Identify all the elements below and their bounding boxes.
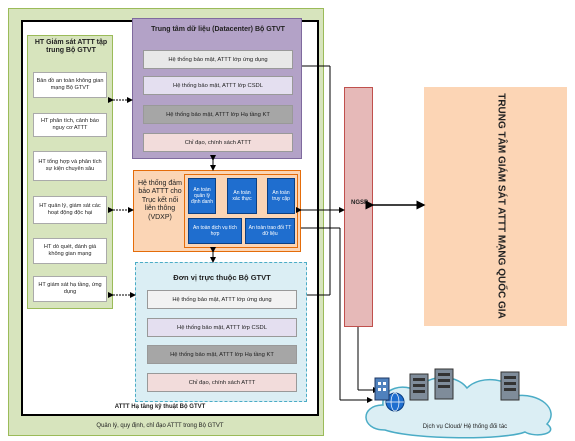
monitoring-item: HT dò quét, đánh giá không gian mạng <box>33 238 107 264</box>
datacenter-layer-row: Hệ thống bảo mật, ATTT lớp CSDL <box>143 76 293 95</box>
ngsp-label: NGSP <box>350 200 368 206</box>
building-icon <box>374 377 390 401</box>
datacenter-layer-row: Hệ thống bảo mật, ATTT lớp Hạ tầng KT <box>143 105 293 124</box>
datacenter-layer-row: Hệ thống bảo mật, ATTT lớp ứng dụng <box>143 50 293 69</box>
vdxp-box: Hệ thống đảm bảo ATTT cho Trục kết nối l… <box>133 170 301 252</box>
cloud-label: Dịch vụ Cloud/ Hệ thống đối tác <box>422 424 508 430</box>
server-icon <box>500 371 520 401</box>
unit-layer-row: Hệ thống bảo mật, ATTT lớp Hạ tầng KT <box>147 345 297 364</box>
affiliated-unit-title: Đơn vị trực thuộc Bộ GTVT <box>173 273 271 282</box>
data-exchange-security-box: An toàn trao đổi TT dữ liệu <box>245 218 295 244</box>
unit-layer-row: Hệ thống bảo mật, ATTT lớp CSDL <box>147 318 297 337</box>
server-icon <box>409 373 429 401</box>
globe-icon <box>385 392 405 412</box>
vdxp-inner-frame: An toàn quản lý định danh An toàn xác th… <box>184 174 298 248</box>
datacenter-box: Trung tâm dữ liệu (Datacenter) Bộ GTVT H… <box>132 18 302 159</box>
national-monitoring-center-box: TRUNG TÂM GIÁM SÁT ATTT MẠNG QUỐC GIA <box>424 87 567 326</box>
affiliated-unit-box: Đơn vị trực thuộc Bộ GTVT Hệ thống bảo m… <box>135 262 307 402</box>
central-monitoring-title: HT Giám sát ATTT tập trung Bộ GTVT <box>34 39 108 55</box>
central-monitoring-panel: HT Giám sát ATTT tập trung Bộ GTVT Bản đ… <box>27 35 113 309</box>
monitoring-item: HT phân tích, cảnh báo nguy cơ ATTT <box>33 113 107 137</box>
server-icon <box>434 368 454 400</box>
monitoring-item: HT quản lý, giám sát các hoạt động độc h… <box>33 196 107 224</box>
datacenter-title: Trung tâm dữ liệu (Datacenter) Bộ GTVT <box>151 26 285 33</box>
monitoring-item: HT giám sát hạ tầng, ứng dụng <box>33 276 107 302</box>
monitoring-item: Bản đồ an toàn không gian mạng Bộ GTVT <box>33 72 107 98</box>
management-label: Quản lý, quy định, chỉ đạo ATTT trong Bộ… <box>96 423 224 429</box>
access-security-box: An toàn truy cập <box>267 178 295 214</box>
unit-layer-row: Hệ thống bảo mật, ATTT lớp ứng dụng <box>147 290 297 309</box>
infrastructure-label: ATTT Hạ tầng kỹ thuật Bộ GTVT <box>114 404 206 410</box>
unit-layer-row: Chỉ đạo, chính sách ATTT <box>147 373 297 392</box>
identity-security-box: An toàn quản lý định danh <box>188 178 216 214</box>
authentication-security-box: An toàn xác thực <box>227 178 257 214</box>
integration-security-box: An toàn dịch vụ tích hợp <box>188 218 242 244</box>
cloud-icon <box>365 368 552 439</box>
vdxp-title: Hệ thống đảm bảo ATTT cho Trục kết nối l… <box>138 180 182 221</box>
monitoring-item: HT tổng hợp và phân tích sự kiện chuyên … <box>33 151 107 181</box>
datacenter-layer-row: Chỉ đạo, chính sách ATTT <box>143 133 293 152</box>
